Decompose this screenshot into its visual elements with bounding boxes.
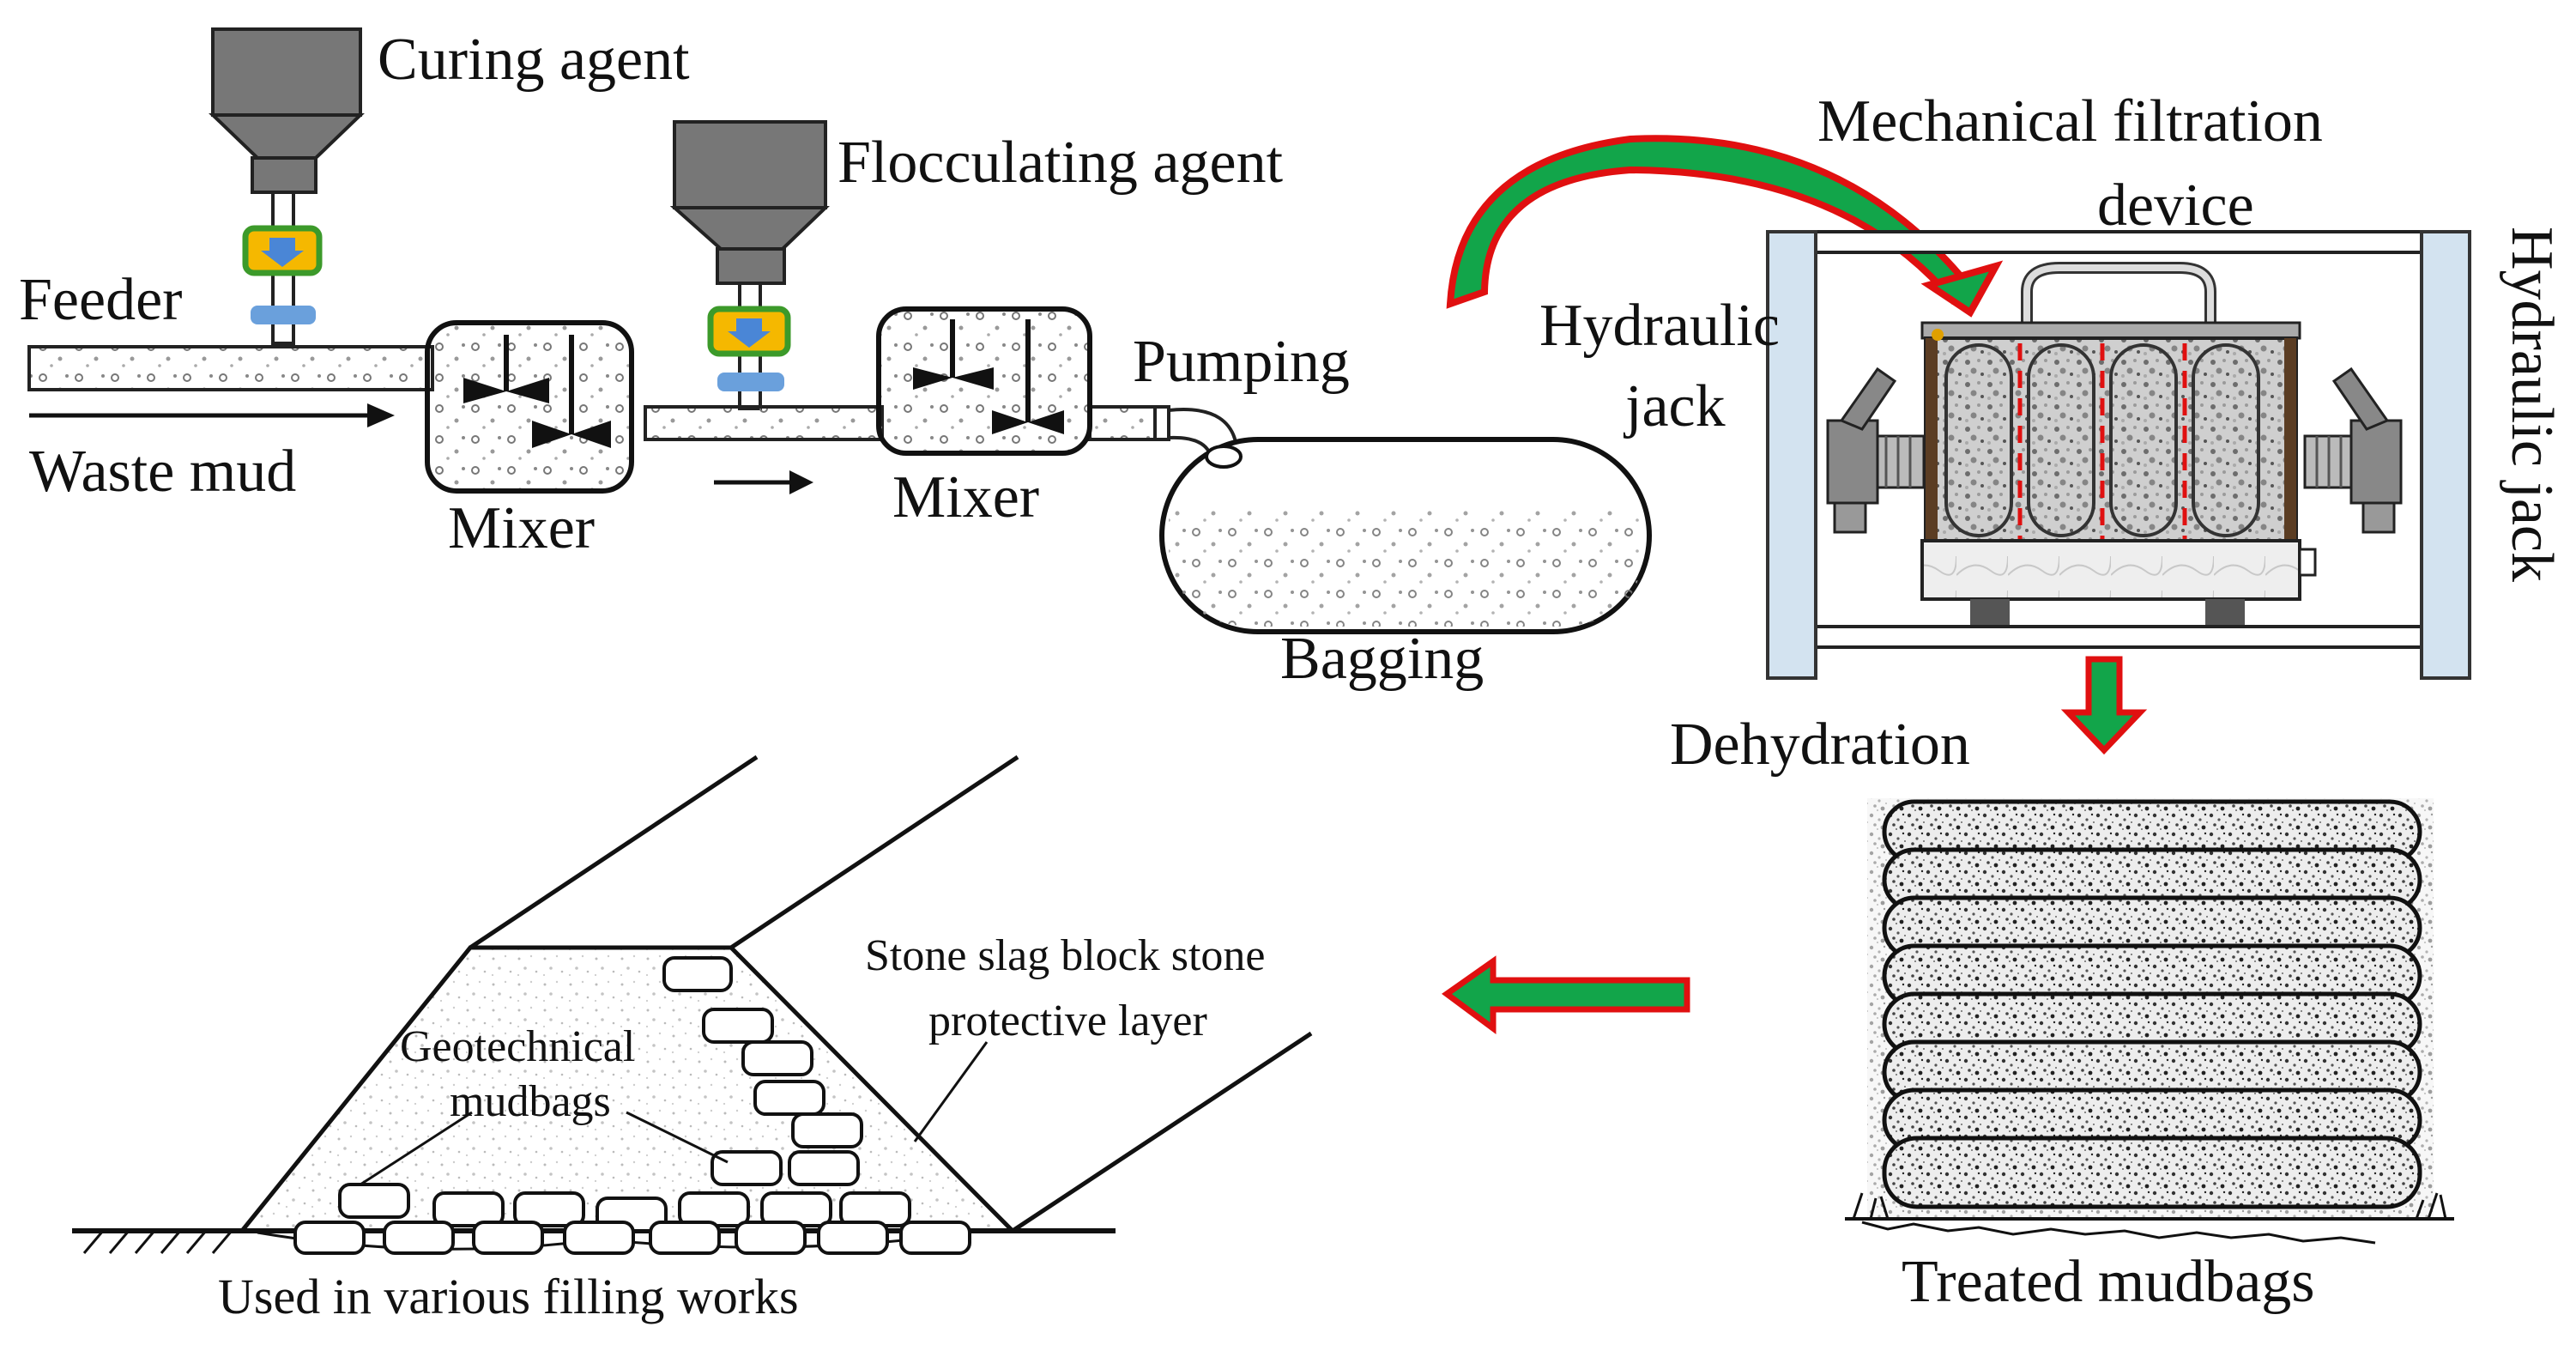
hydraulic-jack-right-mechanism bbox=[2303, 367, 2403, 534]
flocculating-agent-hopper bbox=[669, 120, 830, 410]
label-hydraulic-jack-right: Hydraulic jack bbox=[2499, 227, 2565, 582]
label-curing-agent: Curing agent bbox=[378, 27, 690, 93]
label-stone-slag-line2: protective layer bbox=[928, 997, 1207, 1045]
hydraulic-jack-left-mechanism bbox=[1826, 367, 1926, 534]
label-pumping: Pumping bbox=[1133, 329, 1350, 395]
label-geotechnical-line1: Geotechnical bbox=[400, 1022, 635, 1071]
label-bagging: Bagging bbox=[1280, 626, 1484, 692]
label-hydraulic-jack-left-line2: jack bbox=[1623, 373, 1726, 439]
curved-arrow bbox=[1446, 135, 2004, 318]
label-treated-mudbags: Treated mudbags bbox=[1902, 1249, 2315, 1315]
left-arrow bbox=[1442, 955, 1690, 1034]
feeder-1 bbox=[242, 225, 323, 324]
mixer-1 bbox=[425, 320, 634, 494]
label-waste-mud: Waste mud bbox=[29, 439, 296, 505]
label-feeder: Feeder bbox=[19, 267, 182, 333]
label-used-in-filling: Used in various filling works bbox=[218, 1269, 799, 1324]
curing-agent-hopper bbox=[209, 27, 365, 345]
label-geotechnical-line2: mudbags bbox=[450, 1077, 611, 1126]
filtration-device bbox=[1766, 230, 2471, 680]
label-hydraulic-jack-left-line1: Hydraulic bbox=[1539, 293, 1780, 359]
label-mechanical-filtration-line1: Mechanical filtration bbox=[1817, 88, 2323, 154]
down-arrow bbox=[2060, 656, 2148, 755]
treated-mudbags-stack bbox=[1845, 798, 2454, 1245]
bagging-bag bbox=[1159, 437, 1652, 634]
label-stone-slag-line1: Stone slag block stone bbox=[865, 931, 1266, 980]
jack-plate-right bbox=[2420, 230, 2471, 680]
label-mixer-2: Mixer bbox=[892, 464, 1039, 530]
label-mixer-1: Mixer bbox=[448, 495, 595, 561]
mixer-2 bbox=[876, 306, 1092, 456]
geotechnical-mudbags bbox=[293, 956, 971, 1255]
label-dehydration: Dehydration bbox=[1670, 712, 1970, 778]
label-flocculating-agent: Flocculating agent bbox=[838, 130, 1284, 196]
embankment bbox=[72, 754, 1313, 1255]
filter-bags bbox=[1944, 343, 2260, 537]
feeder-2 bbox=[707, 306, 791, 391]
label-mechanical-filtration-line2: device bbox=[2097, 173, 2254, 239]
flow-arrows bbox=[29, 403, 813, 494]
jack-plate-left bbox=[1766, 230, 1817, 680]
